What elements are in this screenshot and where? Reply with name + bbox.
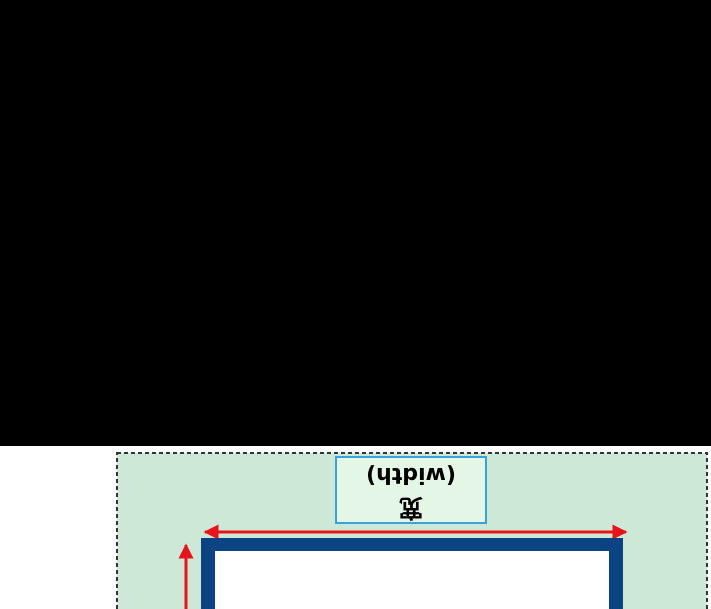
- frame-inner: [215, 551, 609, 609]
- width-label-zh: 宽: [399, 494, 423, 522]
- width-label-group: 宽 (width): [366, 462, 456, 522]
- width-label-box: [335, 456, 487, 524]
- width-label-en: (width): [366, 462, 456, 487]
- black-background: [0, 0, 711, 446]
